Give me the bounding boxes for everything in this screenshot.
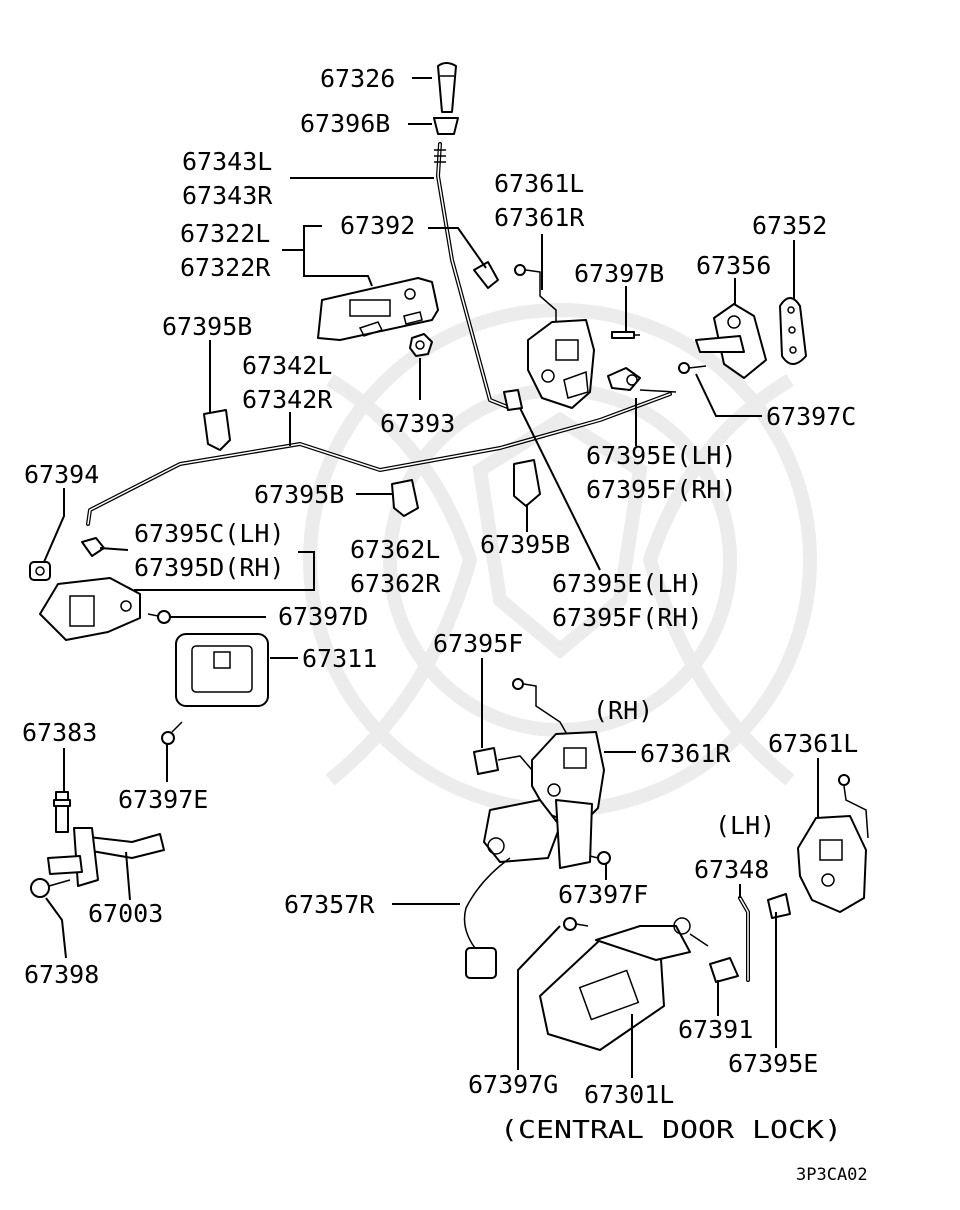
- screw-67397C: [678, 362, 707, 374]
- clip-67395E-upper: [607, 367, 677, 393]
- long-rod-67342: [86, 392, 672, 526]
- label-67396B: 67396B: [300, 109, 390, 138]
- label-67383: 67383: [22, 718, 97, 747]
- screw-67397F: [589, 851, 611, 865]
- label-67322L: 67322L: [180, 219, 270, 248]
- label-67362R: 67362R: [350, 569, 441, 598]
- label-67003: 67003: [88, 899, 163, 928]
- label-67356: 67356: [696, 251, 771, 280]
- label-67395E-lh-a: 67395E(LH): [586, 441, 737, 470]
- label-67397B: 67397B: [574, 259, 664, 288]
- label-67361R-mid: 67361R: [640, 739, 731, 768]
- label-central-door-lock: (CENTRAL DOOR LOCK): [500, 1115, 842, 1144]
- bolt-67398: [30, 878, 71, 898]
- inside-handle-bracket-67362: [39, 577, 141, 641]
- label-67395F-rh-b: 67395F(RH): [552, 603, 703, 632]
- label-67348: 67348: [694, 855, 769, 884]
- label-67397E: 67397E: [118, 785, 208, 814]
- leader-lines: [43, 77, 819, 1078]
- door-check-67003: [47, 827, 165, 887]
- label-67343L: 67343L: [182, 147, 272, 176]
- label-67395C-lh: 67395C(LH): [134, 519, 285, 548]
- escutcheon-67311: [175, 633, 269, 707]
- striker-67356: [695, 303, 767, 379]
- clip-67395B-a: [203, 409, 231, 451]
- label-67322R: 67322R: [180, 253, 271, 282]
- label-67395E-lh-b: 67395E(LH): [552, 569, 703, 598]
- screw-67397G: [563, 917, 589, 931]
- label-67395F-rh-a: 67395F(RH): [586, 475, 737, 504]
- screw-67397B: [611, 331, 640, 339]
- nut-67393: [409, 333, 433, 357]
- part-labels: 67326 67396B 67343L 67343R 67361L 67361R…: [22, 64, 868, 1185]
- clip-67395B-b: [391, 479, 419, 517]
- screw-67397D: [147, 610, 171, 624]
- clip-67395F: [473, 747, 533, 775]
- label-67342R: 67342R: [242, 385, 333, 414]
- label-67311: 67311: [302, 644, 377, 673]
- label-67397F: 67397F: [558, 880, 648, 909]
- clip-67395B-c: [513, 459, 541, 507]
- screw-67397E: [161, 721, 183, 745]
- bumper-67394: [29, 561, 51, 581]
- label-67391: 67391: [678, 1015, 753, 1044]
- label-67395F: 67395F: [433, 629, 523, 658]
- shim-plate-67352: [779, 297, 807, 365]
- label-67357R: 67357R: [284, 890, 375, 919]
- label-67395B-b: 67395B: [254, 480, 344, 509]
- label-67397G: 67397G: [468, 1070, 558, 1099]
- label-rh-tag: (RH): [593, 696, 653, 725]
- lock-knob-67326: [437, 62, 457, 113]
- door-lock-67361-top: [514, 264, 595, 409]
- label-67393: 67393: [380, 409, 455, 438]
- label-67362L: 67362L: [350, 535, 440, 564]
- pin-67383: [53, 791, 71, 833]
- label-lh-tag: (LH): [715, 811, 775, 840]
- clip-67395E-lower: [767, 893, 791, 919]
- label-67394: 67394: [24, 460, 99, 489]
- rod-clip-67395E: [503, 389, 523, 411]
- label-67361L-top: 67361L: [494, 169, 584, 198]
- label-67343R: 67343R: [182, 181, 273, 210]
- actuator-67357R: [463, 799, 593, 979]
- label-67342L: 67342L: [242, 351, 332, 380]
- diagram-code: 3P3CA02: [796, 1165, 868, 1185]
- label-67397D: 67397D: [278, 602, 368, 631]
- label-67392: 67392: [340, 211, 415, 240]
- label-67395E: 67395E: [728, 1049, 818, 1078]
- grommet-67396B: [433, 117, 459, 135]
- label-67395B-c: 67395B: [480, 530, 570, 559]
- label-67395B-a: 67395B: [162, 312, 252, 341]
- label-67397C: 67397C: [766, 402, 856, 431]
- label-67326: 67326: [320, 64, 395, 93]
- label-67361L-mid: 67361L: [768, 729, 858, 758]
- label-67361R-top: 67361R: [494, 203, 585, 232]
- outside-handle-67322: [317, 277, 439, 341]
- clip-67391: [709, 957, 739, 983]
- clip-67392: [473, 261, 499, 289]
- label-67395D-rh: 67395D(RH): [134, 553, 285, 582]
- label-67398: 67398: [24, 960, 99, 989]
- label-67301L: 67301L: [584, 1080, 674, 1109]
- label-67352: 67352: [752, 211, 827, 240]
- door-lock-67361L-lh: [797, 774, 869, 913]
- clip-67395C: [81, 537, 105, 557]
- rod-67348: [738, 896, 750, 982]
- lock-rod-67343: [434, 142, 512, 410]
